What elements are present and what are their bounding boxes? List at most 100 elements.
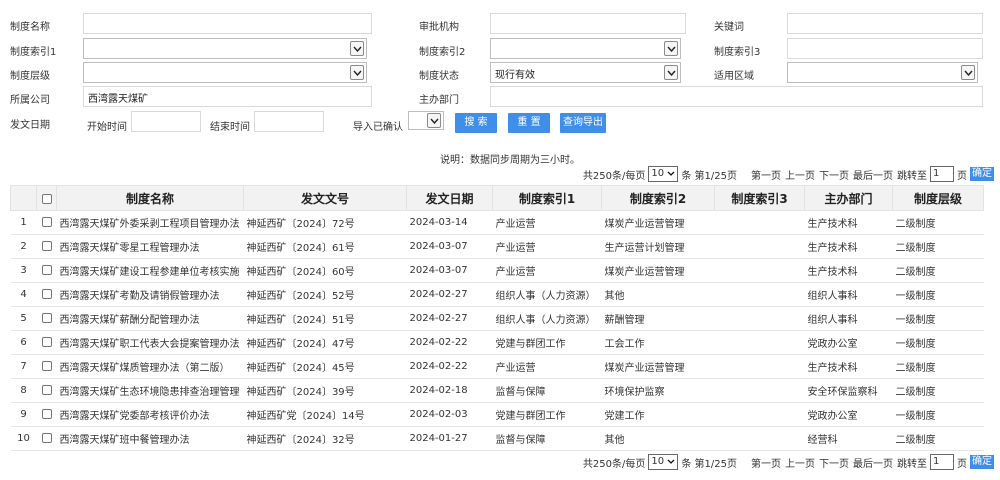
start-date-input[interactable] <box>131 111 201 132</box>
page-size-value: 10 <box>651 456 665 467</box>
last-page-link[interactable]: 最后一页 <box>853 458 893 470</box>
results-table: 制度名称 发文文号 发文日期 制度索引1 制度索引2 制度索引3 主办部门 制度… <box>10 185 984 451</box>
cell-zhidu-mingcheng[interactable]: 西湾露天煤矿职工代表大会提案管理办法 <box>56 330 244 355</box>
checkbox[interactable] <box>41 385 52 395</box>
cell-zhidu-mingcheng[interactable]: 西湾露天煤矿班中餐管理办法 <box>56 426 244 451</box>
zhuangtai-select[interactable]: 现行有效 <box>490 62 681 83</box>
header-cell[interactable]: 制度索引1 <box>492 185 602 211</box>
zhidu-mingcheng-input[interactable] <box>83 13 372 34</box>
cell-zhidu-mingcheng[interactable]: 西湾露天煤矿外委采剥工程项目管理办法 <box>56 210 244 235</box>
suoyin1-select[interactable] <box>83 38 367 59</box>
row-index: 4 <box>10 282 37 307</box>
cell-zhidu-cengji: 二级制度 <box>892 210 984 235</box>
cell-zhidu-mingcheng[interactable]: 西湾露天煤矿党委部考核评价办法 <box>56 402 244 427</box>
cell-zhidu-mingcheng[interactable]: 西湾露天煤矿薪酬分配管理办法 <box>56 306 244 331</box>
header-cell[interactable]: 发文文号 <box>243 185 407 211</box>
suoyin2-select[interactable] <box>490 38 681 59</box>
row-select[interactable] <box>36 378 57 403</box>
cell-zhidu-mingcheng[interactable]: 西湾露天煤矿煤质管理办法（第二版） <box>56 354 244 379</box>
header-index <box>10 185 37 211</box>
checkbox[interactable] <box>41 337 52 347</box>
cell-suoyin1: 产业运营 <box>492 354 602 379</box>
go-button[interactable]: 确定 <box>970 455 994 469</box>
export-button[interactable]: 查询导出 <box>560 113 606 133</box>
header-select-all[interactable] <box>36 185 57 211</box>
bumen-input[interactable] <box>490 86 983 107</box>
chevron-down-icon <box>664 41 678 56</box>
first-page-link[interactable]: 第一页 <box>751 458 781 470</box>
header-cell[interactable]: 制度名称 <box>56 185 244 211</box>
checkbox[interactable] <box>41 289 52 299</box>
daoru-select[interactable] <box>408 111 444 130</box>
row-select[interactable] <box>36 282 57 307</box>
last-page-link[interactable]: 最后一页 <box>853 170 893 182</box>
row-select[interactable] <box>36 426 57 451</box>
checkbox[interactable] <box>41 433 52 443</box>
checkbox[interactable] <box>41 409 52 419</box>
page-jump-input[interactable]: 1 <box>930 454 954 470</box>
checkbox[interactable] <box>41 217 52 227</box>
cell-fawen-riqi: 2024-02-18 <box>406 378 493 403</box>
first-page-link[interactable]: 第一页 <box>751 170 781 182</box>
guanjianci-input[interactable] <box>787 13 983 34</box>
label-suoyin3: 制度索引3 <box>714 47 761 58</box>
cell-zhidu-mingcheng[interactable]: 西湾露天煤矿生态环境隐患排查治理管理 <box>56 378 244 403</box>
cell-zhidu-mingcheng[interactable]: 西湾露天煤矿零星工程管理办法 <box>56 234 244 259</box>
header-cell[interactable]: 发文日期 <box>406 185 493 211</box>
header-cell[interactable]: 主办部门 <box>804 185 893 211</box>
gongsi-input[interactable]: 西湾露天煤矿 <box>83 86 372 107</box>
checkbox[interactable] <box>41 193 52 204</box>
checkbox[interactable] <box>41 313 52 323</box>
cell-zhidu-mingcheng[interactable]: 西湾露天煤矿考勤及请销假管理办法 <box>56 282 244 307</box>
cell-zhidu-cengji: 二级制度 <box>892 234 984 259</box>
shenpi-jigou-input[interactable] <box>490 13 686 34</box>
reset-button[interactable]: 重 置 <box>508 113 550 133</box>
cell-suoyin2: 生产运营计划管理 <box>601 234 715 259</box>
next-page-link[interactable]: 下一页 <box>819 458 849 470</box>
checkbox[interactable] <box>41 361 52 371</box>
cell-fawen-riqi: 2024-02-03 <box>406 402 493 427</box>
row-select[interactable] <box>36 306 57 331</box>
row-select[interactable] <box>36 234 57 259</box>
page-jump-input[interactable]: 1 <box>930 166 954 182</box>
cengji-select[interactable] <box>83 62 367 83</box>
row-select[interactable] <box>36 354 57 379</box>
next-page-link[interactable]: 下一页 <box>819 170 849 182</box>
row-select[interactable] <box>36 330 57 355</box>
cell-suoyin3 <box>714 258 805 283</box>
row-select[interactable] <box>36 402 57 427</box>
label-daoru: 导入已确认 <box>353 122 403 133</box>
cell-zhidu-mingcheng[interactable]: 西湾露天煤矿建设工程参建单位考核实施 <box>56 258 244 283</box>
row-select[interactable] <box>36 210 57 235</box>
header-cell[interactable]: 制度层级 <box>892 185 984 211</box>
row-select[interactable] <box>36 258 57 283</box>
checkbox[interactable] <box>41 241 52 251</box>
pager-summary: 共250条/每页 <box>582 458 646 470</box>
cell-suoyin2: 煤炭产业运营管理 <box>601 210 715 235</box>
cell-zhuban-bumen: 生产技术科 <box>804 210 893 235</box>
suoyin3-input[interactable] <box>787 38 983 59</box>
cell-suoyin3 <box>714 282 805 307</box>
header-cell[interactable]: 制度索引3 <box>714 185 805 211</box>
quyu-select[interactable] <box>787 62 978 83</box>
search-button[interactable]: 搜 索 <box>455 113 497 133</box>
end-date-input[interactable] <box>254 111 324 132</box>
prev-page-link[interactable]: 上一页 <box>785 458 815 470</box>
go-button[interactable]: 确定 <box>970 167 994 181</box>
header-cell[interactable]: 制度索引2 <box>601 185 715 211</box>
page-size-select[interactable]: 10 <box>648 166 679 182</box>
prev-page-link[interactable]: 上一页 <box>785 170 815 182</box>
label-gongsi: 所属公司 <box>10 95 50 106</box>
page-size-select[interactable]: 10 <box>648 454 679 470</box>
checkbox[interactable] <box>41 265 52 275</box>
